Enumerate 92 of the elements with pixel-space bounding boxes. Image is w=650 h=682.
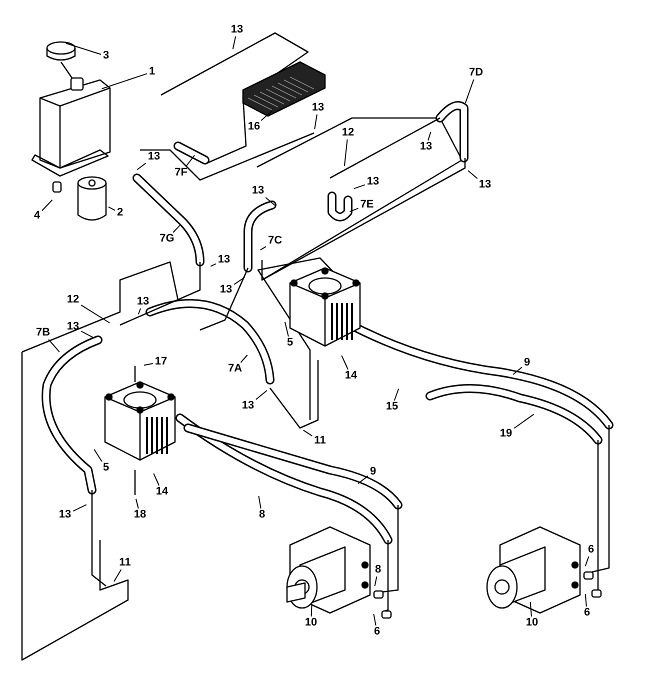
leader-line <box>80 330 95 339</box>
callout-number: 7C <box>266 236 284 246</box>
leader-line <box>42 199 53 212</box>
callout-number: 13 <box>230 24 244 36</box>
leader-line <box>258 495 262 509</box>
leader-line <box>260 110 273 121</box>
leader-line <box>172 224 181 233</box>
leader-line <box>584 593 587 607</box>
callout-number: 13 <box>218 284 234 296</box>
leader-line <box>114 569 122 582</box>
callout-number: 7E <box>359 200 375 210</box>
callout-number: 5 <box>102 462 110 474</box>
leader-line <box>48 339 60 352</box>
leader-line <box>94 448 102 462</box>
leader-line <box>135 498 139 509</box>
leader-line <box>284 321 289 337</box>
leader-line <box>185 154 196 167</box>
callout-number: 2 <box>116 208 124 218</box>
callout-number: 18 <box>132 510 148 520</box>
callout-number: 4 <box>32 210 42 222</box>
callout-number: 15 <box>384 402 400 412</box>
leader-line <box>428 131 432 141</box>
callout-number: 13 <box>250 186 266 196</box>
callout-number: 6 <box>586 544 596 556</box>
callout-number: 13 <box>216 254 232 266</box>
leader-line <box>108 206 116 211</box>
callout-number: 16 <box>246 122 262 132</box>
leader-line <box>512 366 522 375</box>
leader-line <box>234 276 246 285</box>
callout-number: 9 <box>368 466 378 478</box>
callout-number: 7F <box>174 168 188 178</box>
callout-number: 12 <box>340 128 356 138</box>
callout-number: 7A <box>226 364 244 374</box>
callout-number: 6 <box>372 626 382 638</box>
leader-line <box>80 304 110 324</box>
leader-line <box>101 73 148 90</box>
leader-line <box>136 162 146 170</box>
leader-line <box>374 576 378 587</box>
callout-number: 10 <box>304 618 318 628</box>
callout-number: 6 <box>582 608 592 618</box>
callout-number: 13 <box>240 400 256 412</box>
callout-number: 3 <box>102 50 110 62</box>
callout-number: 11 <box>118 558 132 568</box>
callout-number: 1 <box>148 66 156 78</box>
leader-line <box>394 388 400 401</box>
leader-line <box>514 414 534 429</box>
leader-line <box>260 246 266 250</box>
callout-number: 14 <box>344 370 358 382</box>
leader-line <box>153 473 160 486</box>
callout-number: 13 <box>366 176 380 188</box>
leader-line <box>464 79 474 104</box>
leader-line <box>310 604 312 617</box>
callout-number: 8 <box>258 510 266 520</box>
callout-number: 13 <box>58 510 72 520</box>
leader-line <box>344 139 348 167</box>
leader-line <box>210 263 216 267</box>
leader-line <box>265 197 276 206</box>
leader-line <box>240 354 248 363</box>
leader-line <box>530 601 532 617</box>
leader-line <box>349 208 359 212</box>
leader-line <box>255 390 268 400</box>
callout-number: 8 <box>374 564 382 576</box>
leader-line <box>65 42 102 55</box>
leader-line <box>358 475 368 484</box>
callout-number: 13 <box>146 152 162 162</box>
callout-number: 17 <box>154 356 168 368</box>
callout-number: 7D <box>468 68 484 78</box>
callout-number: 7G <box>158 234 176 244</box>
leader-line <box>584 556 590 567</box>
callout-number: 13 <box>418 142 434 152</box>
callout-number: 13 <box>310 102 326 114</box>
callout-number: 19 <box>498 428 514 440</box>
leader-line <box>373 613 376 626</box>
leader-line <box>143 363 154 366</box>
leader-line <box>468 170 478 179</box>
callout-number: 7B <box>34 328 52 338</box>
leader-line <box>353 184 366 190</box>
callout-number: 13 <box>66 322 80 332</box>
leader-line <box>72 504 87 512</box>
callout-number: 9 <box>522 358 532 368</box>
leader-line <box>232 36 236 50</box>
callout-number: 13 <box>478 180 492 190</box>
callout-number: 11 <box>313 436 327 446</box>
callout-number: 10 <box>524 618 540 628</box>
callout-number: 13 <box>136 296 150 308</box>
callout-number: 12 <box>66 294 80 306</box>
leader-line <box>302 430 313 436</box>
callout-number: 14 <box>154 486 170 498</box>
leader-line <box>138 308 142 315</box>
callout-number: 5 <box>286 338 294 348</box>
leader-line <box>314 114 318 130</box>
leader-line <box>341 355 349 370</box>
